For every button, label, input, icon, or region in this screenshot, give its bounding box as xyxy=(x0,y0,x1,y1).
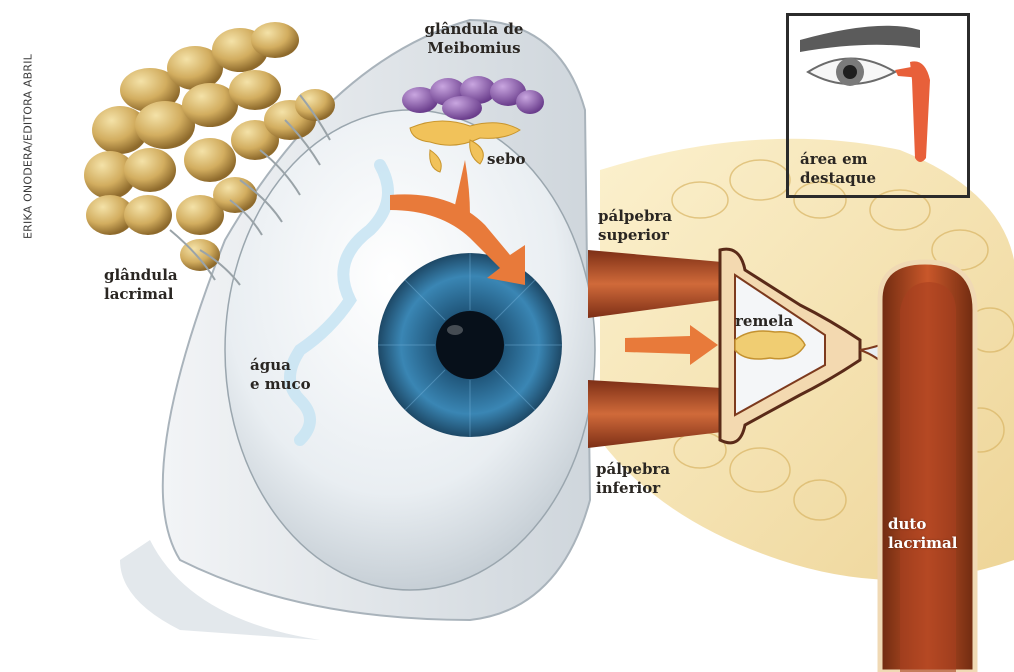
label-meibomian-gland: glândula de Meibomius xyxy=(414,20,534,58)
label-lacrimal-duct: duto lacrimal xyxy=(888,515,957,553)
label-water-mucus: água e muco xyxy=(250,356,311,394)
label-lower-eyelid: pálpebra inferior xyxy=(596,460,670,498)
pupil xyxy=(436,311,504,379)
photo-credit: ERIKA ONODERA/EDITORA ABRIL xyxy=(22,31,35,263)
label-upper-eyelid: pálpebra superior xyxy=(598,207,672,245)
label-inset-caption: área em destaque xyxy=(800,150,876,188)
label-remela: remela xyxy=(735,312,793,331)
label-lacrimal-gland: glândula lacrimal xyxy=(104,266,178,304)
remela-crust xyxy=(735,331,805,359)
label-sebum: sebo xyxy=(487,150,525,169)
